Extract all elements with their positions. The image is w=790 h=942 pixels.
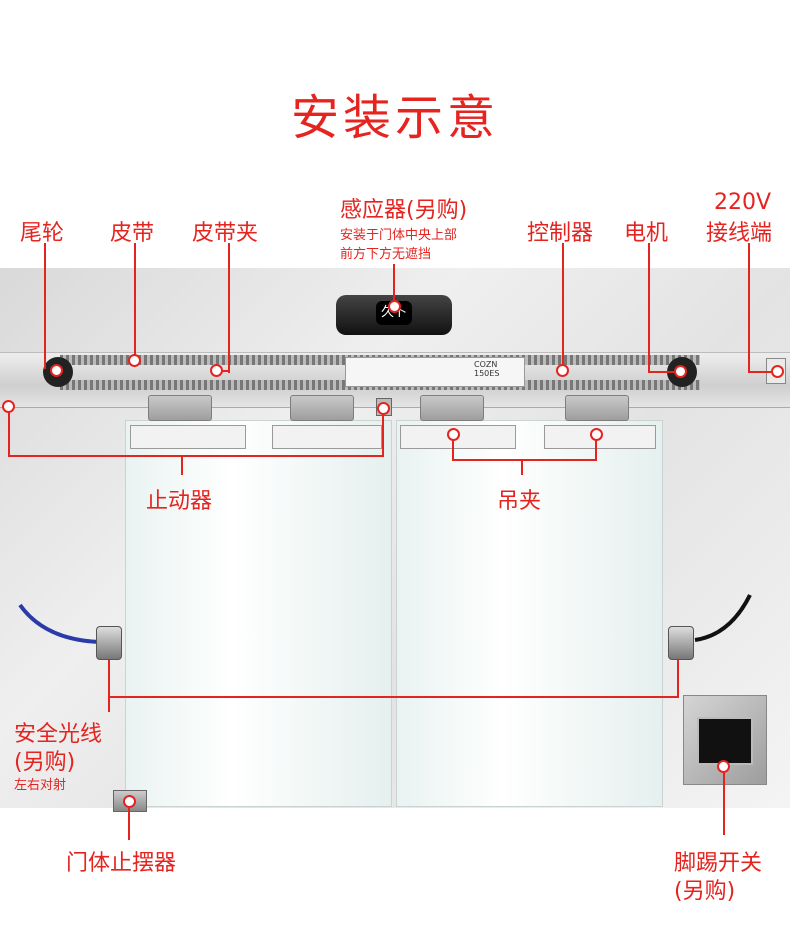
hanger-wheel-3 — [420, 395, 484, 421]
marker-door-stop — [123, 795, 136, 808]
leader-belt-clip — [228, 243, 230, 373]
left-door-panel — [125, 420, 392, 807]
door-clamp-left-b — [272, 425, 382, 449]
bracket-beam-right — [677, 660, 679, 698]
marker-belt — [128, 354, 141, 367]
label-belt: 皮带 — [110, 221, 155, 246]
label-safety-beam-optional: (另购) — [14, 750, 76, 775]
bracket-clamp-left — [452, 432, 454, 461]
label-door-stop: 门体止摆器 — [66, 851, 177, 876]
hanger-wheel-2 — [290, 395, 354, 421]
label-controller: 控制器 — [527, 221, 594, 246]
leader-terminal — [748, 243, 750, 373]
leader-motor-h — [648, 371, 678, 373]
marker-stopper-left — [2, 400, 15, 413]
marker-foot-switch — [717, 760, 730, 773]
label-tail-wheel: 尾轮 — [20, 221, 65, 246]
bracket-beam-h — [108, 696, 679, 698]
bracket-stopper-left — [8, 405, 10, 457]
marker-tail-wheel — [50, 364, 63, 377]
leader-foot-switch — [723, 765, 725, 835]
leader-motor — [648, 243, 650, 373]
marker-stopper-right — [377, 402, 390, 415]
marker-motor — [674, 365, 687, 378]
label-motor: 电机 — [624, 221, 669, 246]
leader-tail-wheel — [44, 243, 46, 369]
controller-unit: COZN 150ES — [345, 357, 525, 387]
safety-beam-left — [96, 626, 122, 660]
leader-sensor — [393, 264, 395, 308]
sensor-note-2: 前方下方无遮挡 — [340, 247, 432, 262]
bracket-beam-left — [108, 660, 110, 712]
foot-switch-recess — [697, 717, 753, 765]
door-clamp-left-a — [130, 425, 246, 449]
beam-cable-right — [694, 594, 752, 642]
label-foot-switch: 脚踢开关 — [674, 851, 763, 876]
hanger-wheel-4 — [565, 395, 629, 421]
bracket-clamp-stem — [521, 461, 523, 475]
label-safety-beam: 安全光线 — [14, 722, 103, 747]
floor — [0, 808, 790, 942]
marker-clamp-left — [447, 428, 460, 441]
label-hanging-clamp: 吊夹 — [497, 489, 542, 514]
bracket-stopper-h — [8, 455, 384, 457]
safety-beam-note: 左右对射 — [14, 778, 67, 793]
label-terminal: 接线端 — [706, 221, 773, 246]
beam-cable-left — [18, 603, 101, 644]
label-belt-clip: 皮带夹 — [192, 221, 259, 246]
bracket-clamp-h — [452, 459, 597, 461]
label-stopper: 止动器 — [146, 489, 213, 514]
label-sensor: 感应器(另购) — [340, 198, 468, 223]
marker-controller — [556, 364, 569, 377]
leader-door-stop — [128, 800, 130, 840]
controller-model-label: COZN 150ES — [474, 360, 500, 378]
marker-terminal — [771, 365, 784, 378]
bracket-stopper-right — [382, 410, 384, 457]
label-terminal-voltage: 220V — [714, 190, 772, 215]
marker-belt-clip — [210, 364, 223, 377]
marker-sensor — [388, 300, 401, 313]
page-title: 安装示意 — [290, 90, 499, 146]
hanger-wheel-1 — [148, 395, 212, 421]
bracket-clamp-right — [595, 432, 597, 461]
marker-clamp-right — [590, 428, 603, 441]
leader-controller — [562, 243, 564, 368]
bracket-stopper-stem — [181, 457, 183, 475]
leader-belt — [134, 243, 136, 361]
sensor-note-1: 安装于门体中央上部 — [340, 228, 458, 243]
installation-scene — [0, 268, 790, 808]
right-door-panel — [396, 420, 663, 807]
safety-beam-right — [668, 626, 694, 660]
leader-terminal-h — [748, 371, 775, 373]
label-foot-switch-optional: (另购) — [674, 879, 736, 904]
